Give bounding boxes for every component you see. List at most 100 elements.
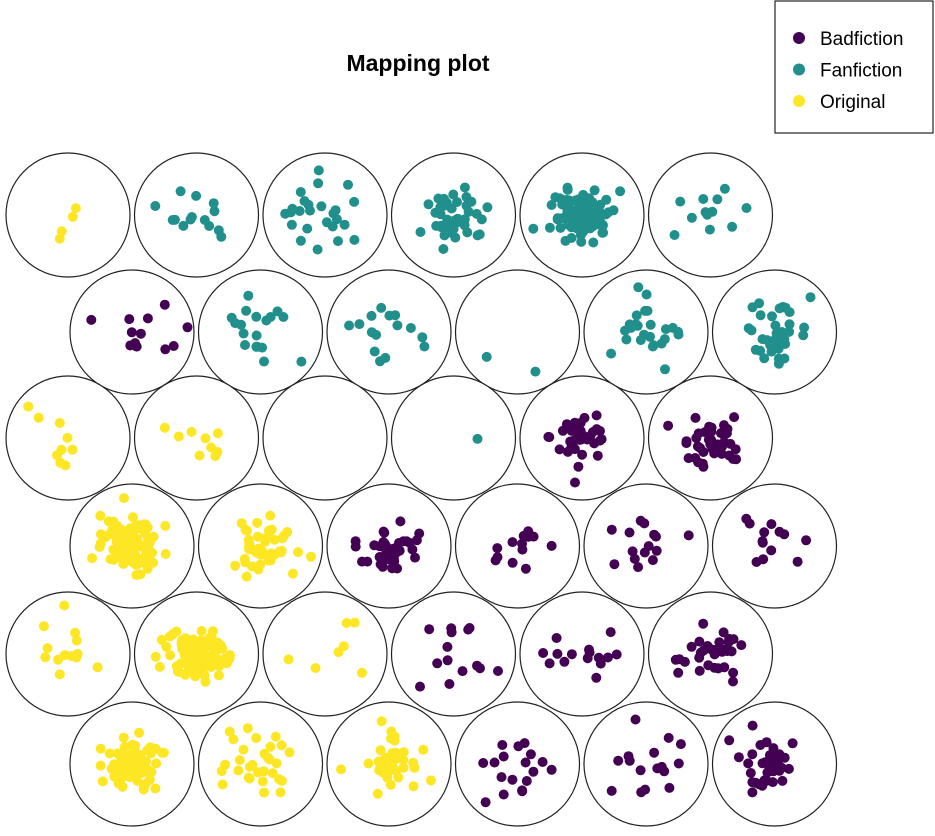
data-point-badfiction xyxy=(592,424,603,435)
data-point-original xyxy=(241,571,252,582)
data-point-original xyxy=(54,669,65,680)
data-point-badfiction xyxy=(764,750,775,761)
data-point-badfiction xyxy=(664,782,675,793)
data-point-fanfiction xyxy=(767,311,777,322)
data-point-fanfiction xyxy=(259,356,269,367)
data-point-original xyxy=(357,667,367,678)
data-point-fanfiction xyxy=(286,219,297,230)
data-point-fanfiction xyxy=(296,356,307,367)
data-point-badfiction xyxy=(702,641,713,651)
data-point-fanfiction xyxy=(581,219,592,230)
som-node-r4c4 xyxy=(454,483,581,609)
data-point-fanfiction xyxy=(597,227,608,238)
data-point-fanfiction xyxy=(589,185,600,196)
data-point-original xyxy=(175,658,186,669)
data-point-fanfiction xyxy=(615,186,626,197)
data-point-badfiction xyxy=(442,655,453,666)
data-point-badfiction xyxy=(498,751,509,762)
data-point-badfiction xyxy=(792,556,803,567)
data-point-original xyxy=(310,663,321,673)
data-point-badfiction xyxy=(570,477,580,488)
data-point-fanfiction xyxy=(482,202,493,213)
som-node-r6c2 xyxy=(197,701,324,827)
data-point-badfiction xyxy=(478,758,489,768)
data-point-badfiction xyxy=(768,766,779,777)
data-point-fanfiction xyxy=(669,230,680,240)
legend-label-original: Original xyxy=(820,92,885,113)
data-point-fanfiction xyxy=(757,334,768,345)
data-point-fanfiction xyxy=(419,341,430,352)
data-point-badfiction xyxy=(627,546,638,557)
data-point-original xyxy=(67,211,78,222)
data-point-badfiction xyxy=(745,768,756,778)
data-point-badfiction xyxy=(566,442,577,453)
data-point-original xyxy=(240,524,251,535)
som-node-r2c4 xyxy=(454,269,581,395)
data-point-original xyxy=(40,652,51,663)
data-point-fanfiction xyxy=(707,206,718,217)
data-point-original xyxy=(108,554,119,565)
data-point-fanfiction xyxy=(295,235,306,246)
data-point-badfiction xyxy=(492,552,503,563)
data-point-original xyxy=(287,568,298,579)
data-point-badfiction xyxy=(747,787,758,798)
data-point-badfiction xyxy=(411,535,422,546)
data-point-badfiction xyxy=(647,555,658,566)
legend-label-fanfiction: Fanfiction xyxy=(820,61,902,82)
data-point-original xyxy=(139,519,149,530)
data-point-original xyxy=(38,621,49,632)
data-point-fanfiction xyxy=(380,352,391,363)
data-point-original xyxy=(265,510,276,521)
data-point-badfiction xyxy=(552,648,563,659)
data-point-badfiction xyxy=(649,747,660,758)
data-point-fanfiction xyxy=(472,230,483,241)
som-node-r2c3 xyxy=(326,269,452,395)
data-point-original xyxy=(283,654,294,665)
data-point-badfiction xyxy=(754,779,765,790)
data-point-badfiction xyxy=(719,420,729,431)
data-point-badfiction xyxy=(681,438,692,449)
data-point-badfiction xyxy=(694,652,705,663)
data-point-original xyxy=(151,758,162,769)
data-point-original xyxy=(130,755,141,766)
data-point-original xyxy=(244,761,255,772)
data-point-badfiction xyxy=(703,660,714,671)
data-point-fanfiction xyxy=(285,207,296,218)
data-point-fanfiction xyxy=(780,339,791,349)
data-point-badfiction xyxy=(747,720,758,731)
data-point-badfiction xyxy=(507,537,518,548)
data-point-original xyxy=(186,650,197,661)
data-point-original xyxy=(264,525,274,536)
data-point-original xyxy=(389,731,400,742)
data-point-badfiction xyxy=(182,322,193,333)
data-point-original xyxy=(275,787,286,798)
legend-label-badfiction: Badfiction xyxy=(820,29,903,50)
data-point-badfiction xyxy=(757,537,768,548)
data-point-fanfiction xyxy=(209,206,220,217)
data-point-badfiction xyxy=(774,749,785,760)
data-point-original xyxy=(137,767,148,778)
data-point-fanfiction xyxy=(376,302,387,313)
data-point-fanfiction xyxy=(481,351,492,362)
data-point-original xyxy=(213,654,224,665)
data-point-fanfiction xyxy=(777,301,788,312)
data-point-badfiction xyxy=(521,776,532,786)
data-point-original xyxy=(270,731,281,742)
data-point-fanfiction xyxy=(606,348,617,359)
data-point-badfiction xyxy=(683,453,694,464)
data-point-badfiction xyxy=(670,654,681,665)
data-point-fanfiction xyxy=(316,201,327,212)
data-point-badfiction xyxy=(663,420,674,431)
legend-swatch-badfiction xyxy=(793,32,805,44)
data-point-badfiction xyxy=(520,563,531,574)
data-point-fanfiction xyxy=(719,183,730,194)
data-point-badfiction xyxy=(86,314,97,325)
data-point-fanfiction xyxy=(415,227,426,237)
data-point-fanfiction xyxy=(755,310,766,321)
data-point-fanfiction xyxy=(631,310,642,321)
data-point-original xyxy=(55,457,66,468)
data-point-original xyxy=(67,444,78,455)
data-point-original xyxy=(150,651,161,662)
data-point-fanfiction xyxy=(476,214,487,225)
